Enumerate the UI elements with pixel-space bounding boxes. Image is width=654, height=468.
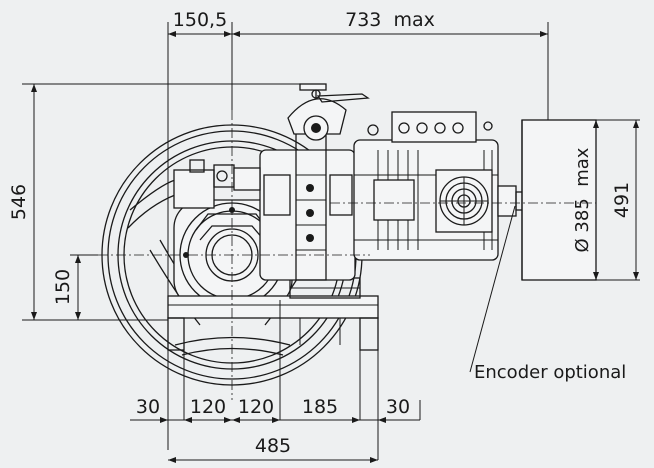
dimension-lines xyxy=(22,22,640,463)
dim-bottom-c: 120 xyxy=(238,396,274,418)
dim-top-left: 150,5 xyxy=(173,9,227,31)
gearbox xyxy=(259,129,356,281)
dim-left-height: 546 xyxy=(8,184,30,220)
electric-motor xyxy=(353,111,525,261)
dim-right-height: 491 xyxy=(611,182,633,218)
dim-right-diameter: Ø 385 max xyxy=(572,147,593,252)
encoder-callout: Encoder optional xyxy=(474,362,626,383)
gear-machine xyxy=(98,83,597,400)
brake-lever xyxy=(287,83,370,141)
dim-bottom-total: 485 xyxy=(255,435,291,457)
center-lines xyxy=(98,110,596,400)
base-frame xyxy=(167,277,379,351)
dim-left-axis: 150 xyxy=(52,269,74,305)
dim-bottom-a: 30 xyxy=(136,396,160,418)
dim-bottom-d: 185 xyxy=(302,396,338,418)
dim-bottom-b: 120 xyxy=(190,396,226,418)
oil-tank xyxy=(173,159,261,209)
dim-top-right: 733 max xyxy=(345,9,435,31)
dim-bottom-e: 30 xyxy=(386,396,410,418)
